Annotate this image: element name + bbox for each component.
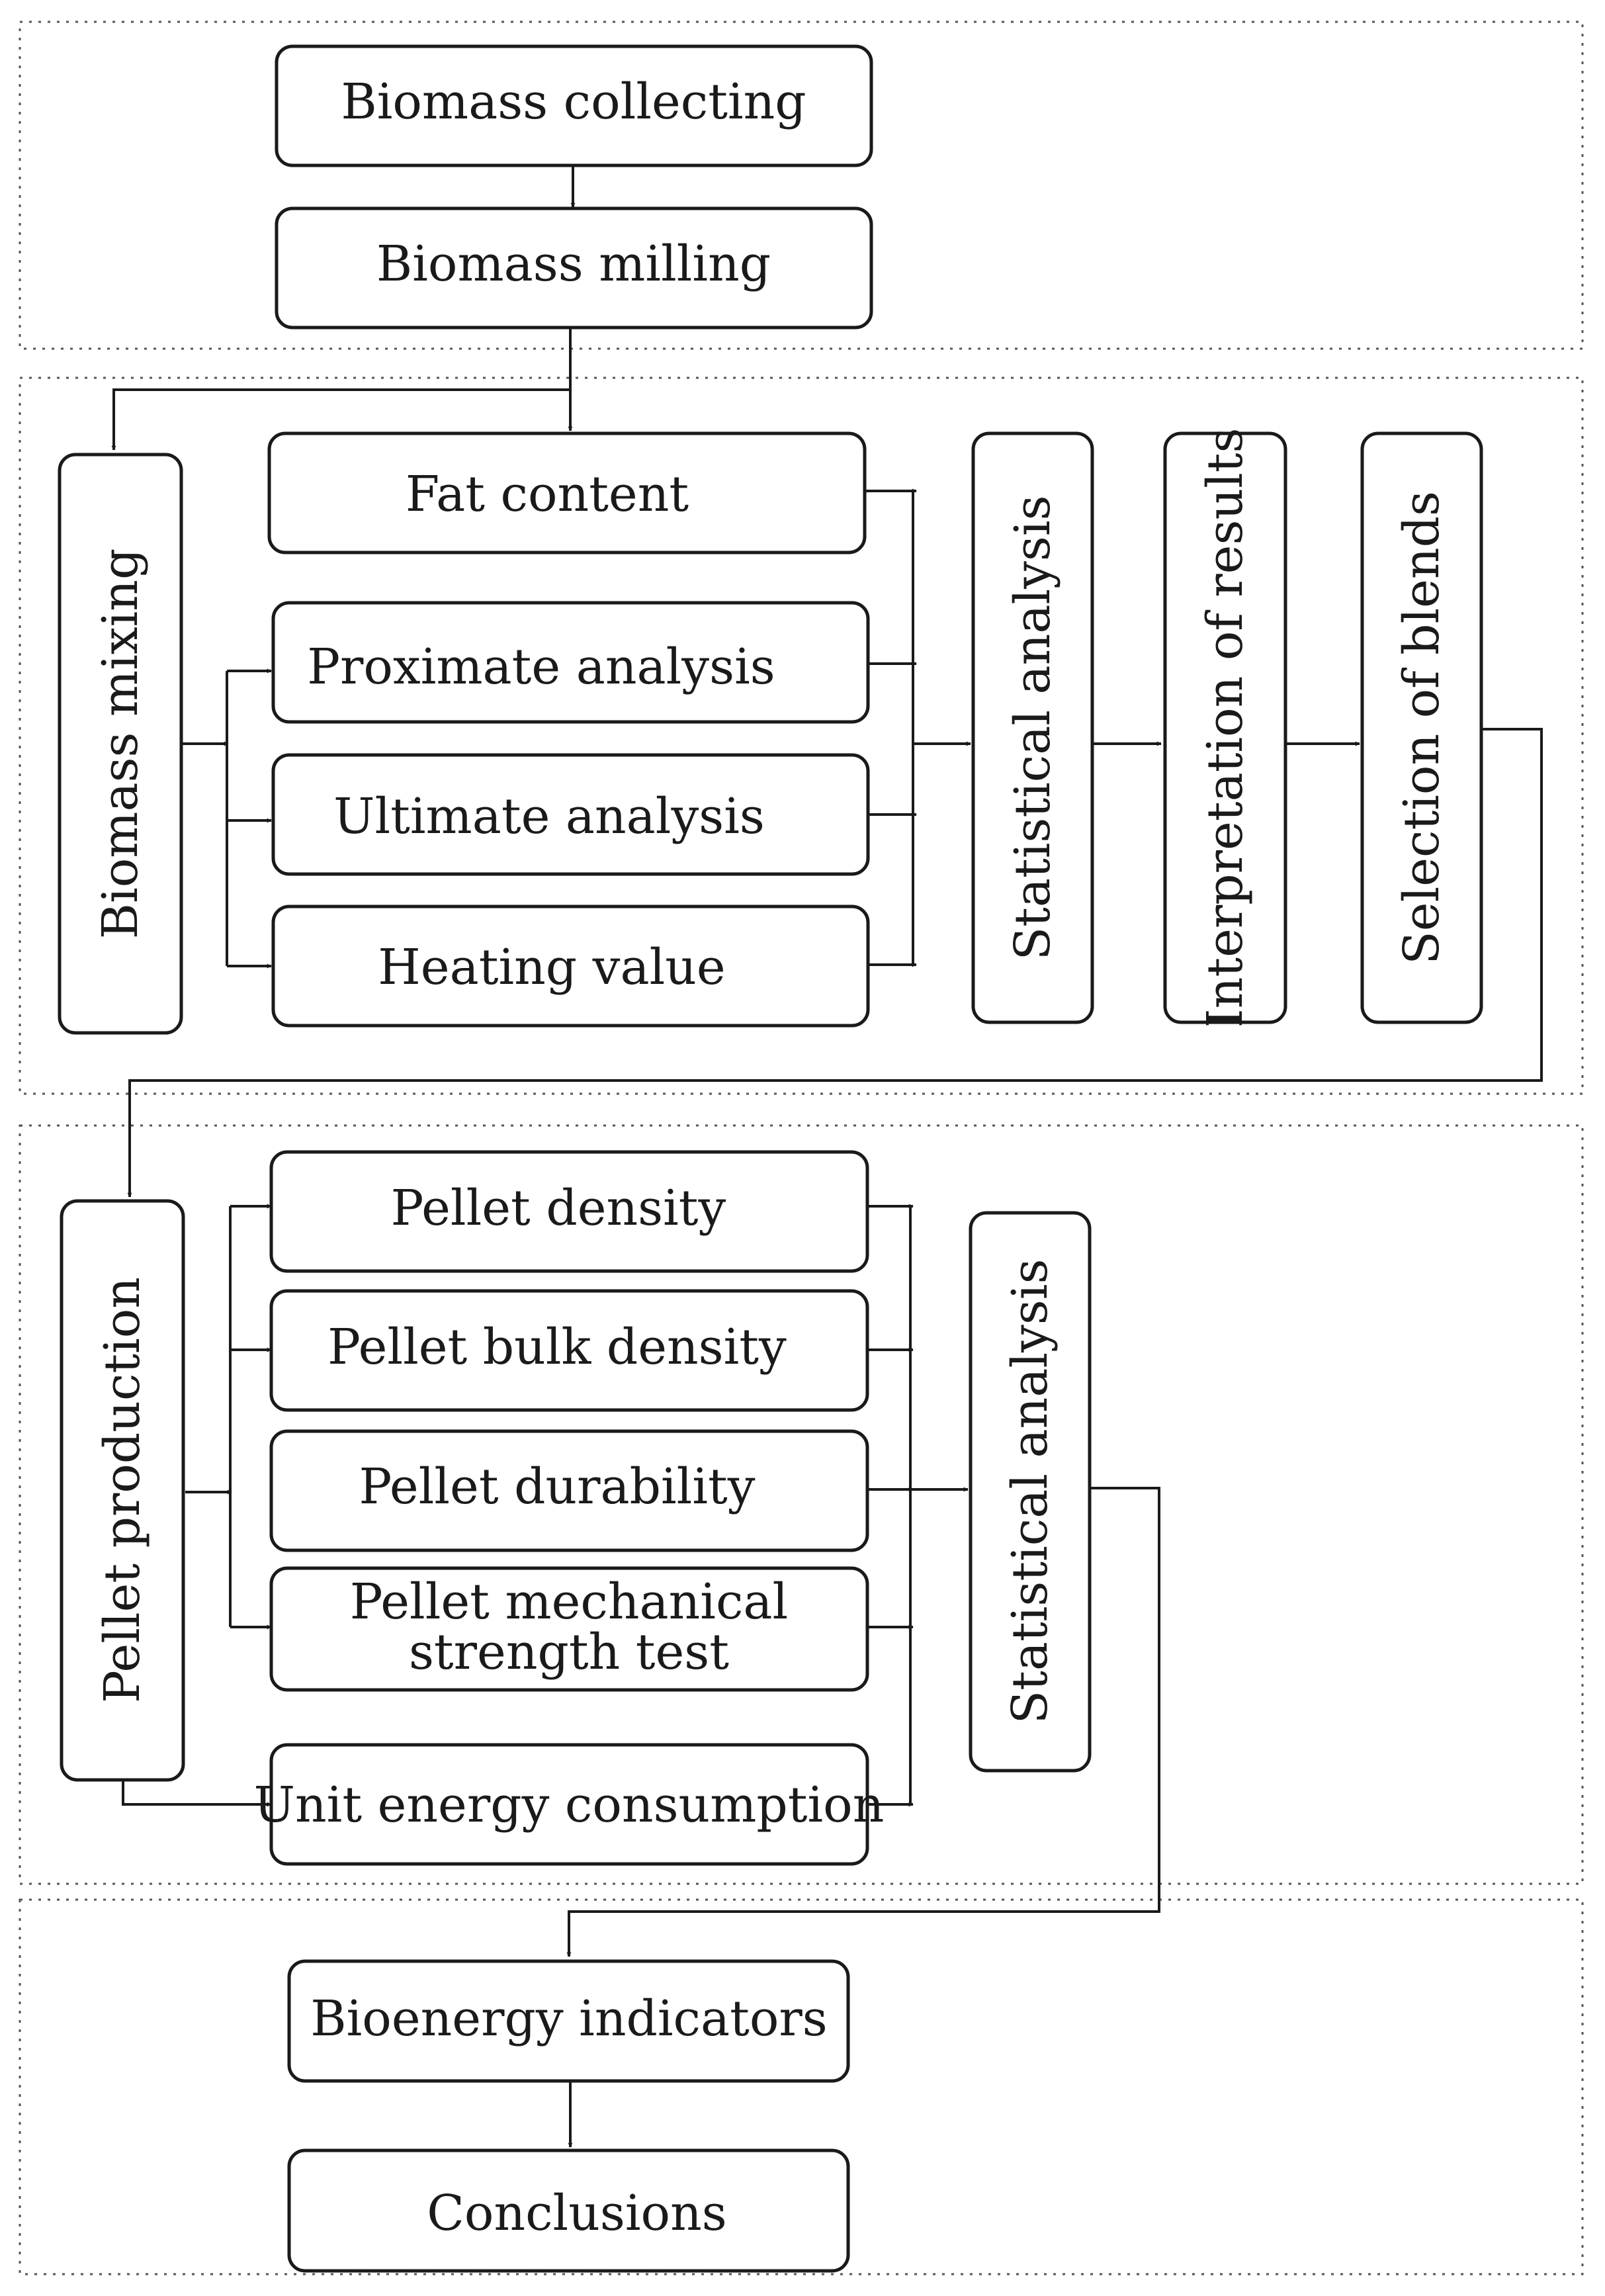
node-pellet-production: Pellet production <box>60 1199 185 1782</box>
node-proximate-analysis: Proximate analysis <box>271 601 870 724</box>
section-pelletization <box>19 1124 1584 1885</box>
node-biomass-collecting: Biomass collecting <box>275 44 873 167</box>
node-label: Statistical analysis <box>1004 495 1061 960</box>
node-label: Fat content <box>406 466 689 523</box>
node-label: Conclusions <box>427 2185 726 2242</box>
node-unit-energy-consumption: Unit energy consumption <box>254 1743 885 1866</box>
node-label: Heating value <box>378 939 725 996</box>
node-label: Interpretation of results <box>1197 428 1254 1028</box>
section-indicators <box>19 1898 1584 2275</box>
node-selection-of-blends: Selection of blends <box>1360 431 1483 1024</box>
node-label-line-2: strength test <box>409 1624 729 1681</box>
node-pellet-mechanical-strength-test: Pellet mechanical strength test <box>269 1566 869 1692</box>
node-label: Ultimate analysis <box>333 788 765 845</box>
node-ultimate-analysis: Ultimate analysis <box>271 753 870 876</box>
node-label: Bioenergy indicators <box>310 1990 827 2047</box>
node-biomass-milling: Biomass milling <box>275 206 873 330</box>
node-label: Pellet production <box>94 1277 151 1703</box>
node-fat-content: Fat content <box>267 431 867 554</box>
node-label: Proximate analysis <box>307 639 775 695</box>
node-label: Pellet density <box>391 1180 726 1237</box>
node-bioenergy-indicators: Bioenergy indicators <box>287 1959 850 2083</box>
node-heating-value: Heating value <box>271 905 870 1028</box>
node-statistical-analysis-1: Statistical analysis <box>971 431 1094 1024</box>
node-label: Statistical analysis <box>1002 1258 1059 1724</box>
node-label: Biomass collecting <box>341 73 806 130</box>
connectors <box>111 165 1543 2148</box>
node-pellet-durability: Pellet durability <box>269 1429 869 1552</box>
node-label: Unit energy consumption <box>254 1777 885 1833</box>
node-label-line-1: Pellet mechanical <box>350 1573 788 1630</box>
node-label: Pellet durability <box>359 1458 755 1515</box>
node-label: Pellet bulk density <box>327 1319 787 1376</box>
node-label: Biomass milling <box>376 236 771 292</box>
node-statistical-analysis-2: Statistical analysis <box>969 1211 1092 1773</box>
node-pellet-bulk-density: Pellet bulk density <box>269 1289 869 1412</box>
node-interpretation-of-results: Interpretation of results <box>1163 428 1287 1028</box>
node-biomass-mixing: Biomass mixing <box>58 453 183 1035</box>
node-pellet-density: Pellet density <box>269 1150 869 1273</box>
node-conclusions: Conclusions <box>287 2148 850 2273</box>
node-label: Biomass mixing <box>92 549 149 940</box>
node-label: Selection of blends <box>1393 491 1450 965</box>
